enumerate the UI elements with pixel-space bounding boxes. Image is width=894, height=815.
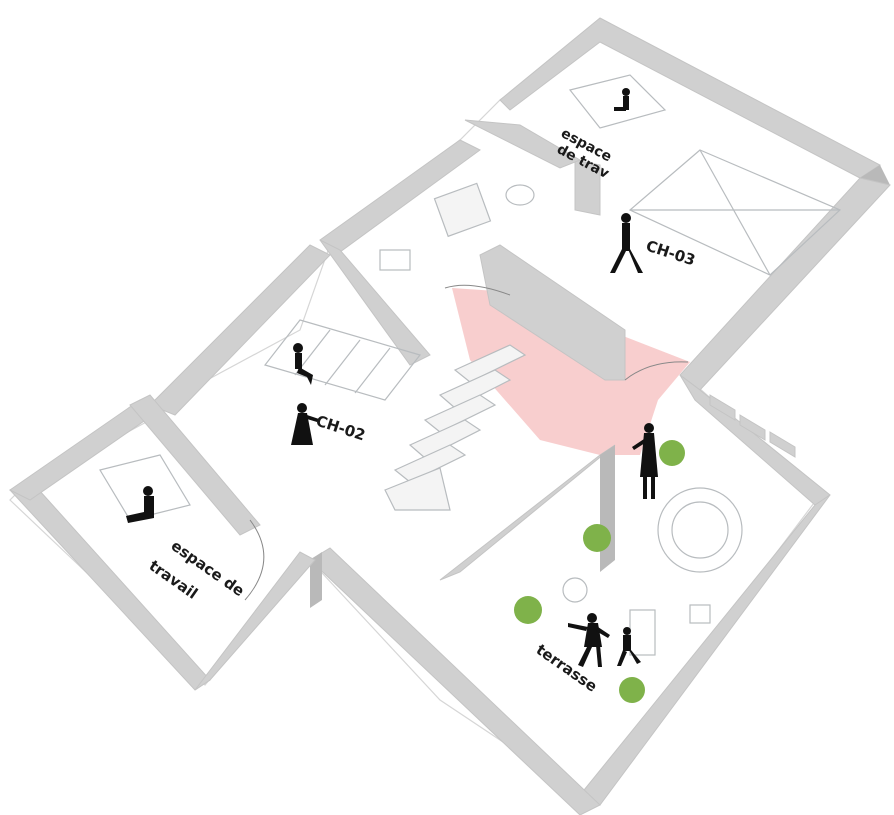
person-sitting-icon xyxy=(293,343,313,385)
people xyxy=(126,88,658,667)
doors xyxy=(244,284,689,601)
plant-icon xyxy=(619,677,645,703)
person-seated-icon xyxy=(126,486,154,523)
person-dancing-icon xyxy=(291,403,319,445)
person-running-icon xyxy=(568,613,610,667)
plant-icon xyxy=(659,440,685,466)
plants xyxy=(514,440,685,703)
walls xyxy=(9,17,891,815)
person-standing-icon xyxy=(632,423,658,499)
plant-icon xyxy=(583,524,611,552)
person-walking-icon xyxy=(610,213,643,273)
circulation-area xyxy=(452,288,690,455)
staircase xyxy=(384,344,527,511)
plant-icon xyxy=(514,596,542,624)
person-child-icon xyxy=(617,627,641,666)
person-seated-icon xyxy=(614,88,630,111)
